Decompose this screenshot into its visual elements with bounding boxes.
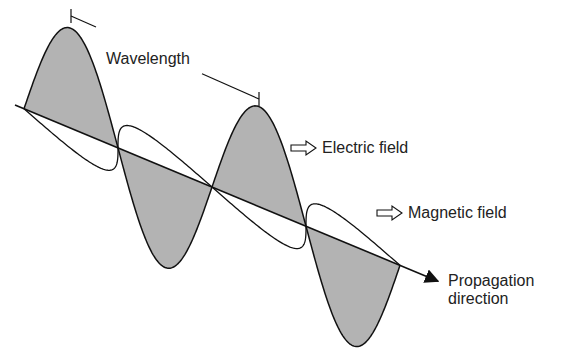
pointer-arrow (377, 206, 402, 220)
propagation-axis (15, 105, 438, 281)
field-label: Electric field (320, 139, 410, 157)
direction-label: Propagation direction (446, 272, 550, 308)
bracket-line (71, 16, 96, 27)
wavelength-label: Wavelength (104, 50, 192, 68)
electric-field-fill (24, 28, 400, 347)
electric-field-wave (24, 28, 400, 347)
field-label: Magnetic field (406, 204, 509, 222)
pointer-arrow (291, 141, 316, 155)
bracket-line (202, 74, 259, 99)
